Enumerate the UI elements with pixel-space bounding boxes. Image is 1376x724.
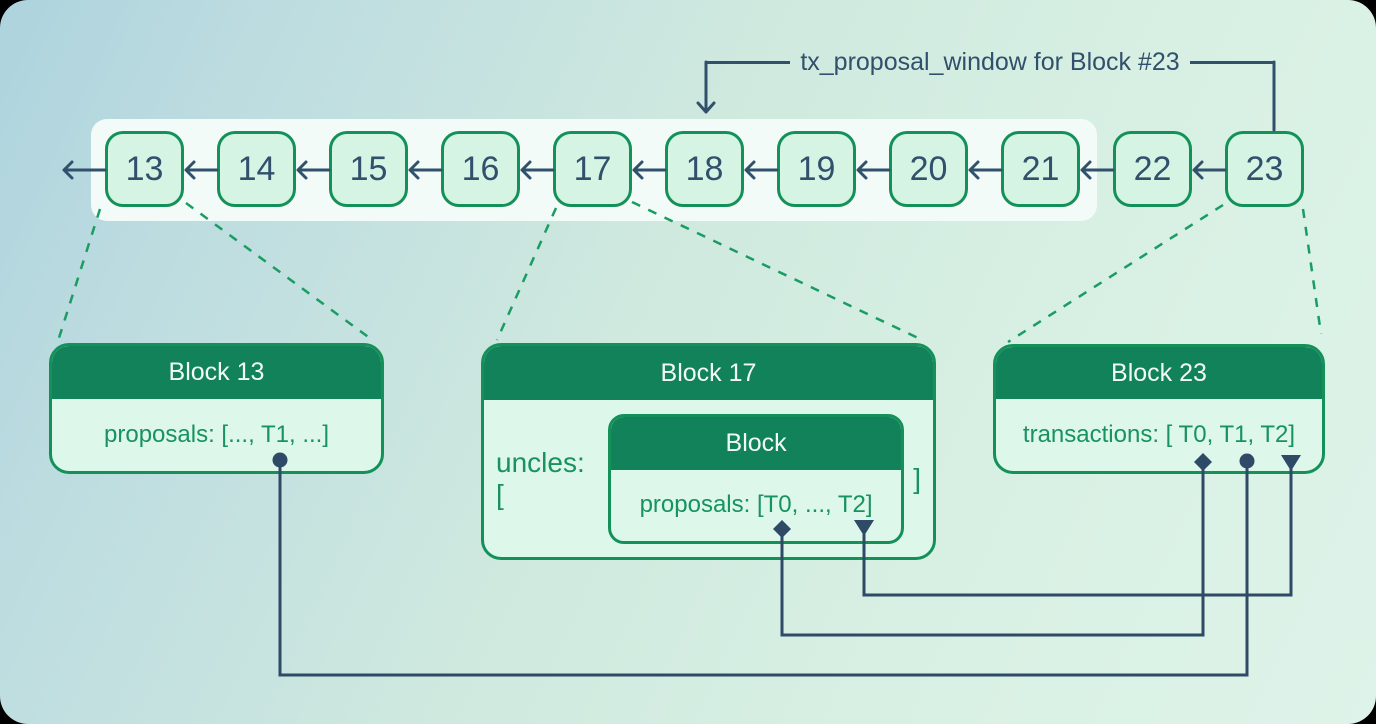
label-leader-line-left xyxy=(706,60,791,64)
dashed-block13-left xyxy=(56,208,102,342)
dashed-block17-left xyxy=(495,207,558,341)
chain-arrow-23-22 xyxy=(1192,160,1227,180)
chain-block-15: 15 xyxy=(329,131,408,207)
chain-block-19: 19 xyxy=(777,131,856,207)
uncle-block-body: proposals: [T0, ..., T2] xyxy=(639,491,873,518)
chain-block-21: 21 xyxy=(1001,131,1080,207)
chain-block-13: 13 xyxy=(105,131,184,207)
chain-block-23: 23 xyxy=(1225,131,1304,207)
window-label: tx_proposal_window for Block #23 xyxy=(800,47,1180,76)
chain-block-22: 22 xyxy=(1113,131,1192,207)
uncles-open-bracket: uncles: [ xyxy=(496,446,585,510)
dashed-block13-right xyxy=(185,201,372,341)
detail-box-block-13-body: proposals: [..., T1, ...] xyxy=(104,421,329,448)
detail-box-block-17-title: Block 17 xyxy=(484,346,933,400)
label-leader-line-right xyxy=(1189,60,1275,64)
detail-box-block-23-body: transactions: [ T0, T1, T2] xyxy=(1022,421,1296,448)
detail-box-block-13: Block 13 proposals: [..., T1, ...] xyxy=(49,343,384,474)
chain-block-14: 14 xyxy=(217,131,296,207)
chain-block-20: 20 xyxy=(889,131,968,207)
detail-box-block-23-title: Block 23 xyxy=(996,347,1322,399)
detail-box-block-13-title: Block 13 xyxy=(52,346,381,399)
dashed-block17-right xyxy=(631,200,919,340)
chain-block-16: 16 xyxy=(441,131,520,207)
dashed-block23-left xyxy=(1007,203,1224,344)
detail-box-block-23: Block 23 transactions: [ T0, T1, T2] xyxy=(993,344,1325,474)
dashed-connectors xyxy=(56,200,1323,344)
dashed-block23-right xyxy=(1301,208,1323,335)
detail-box-block-17-body: uncles: [ Block proposals: [T0, ..., T2]… xyxy=(484,400,933,557)
chain-block-17: 17 xyxy=(553,131,632,207)
uncles-close-bracket: ] xyxy=(913,462,921,494)
uncle-block-title: Block xyxy=(610,416,902,470)
uncle-block-box: Block proposals: [T0, ..., T2] xyxy=(607,413,905,544)
detail-box-block-17: Block 17 uncles: [ Block proposals: [T0,… xyxy=(481,343,936,560)
chain-block-18: 18 xyxy=(665,131,744,207)
window-label-row: tx_proposal_window for Block #23 xyxy=(706,46,1275,78)
